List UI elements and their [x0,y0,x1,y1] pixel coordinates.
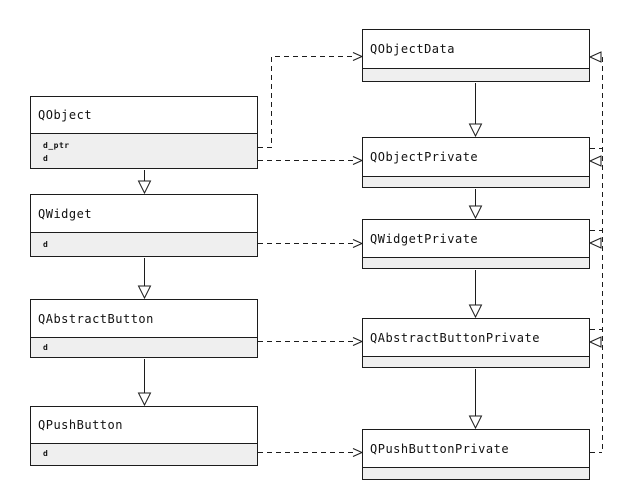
attributes-section: d [31,232,257,256]
class-box-qpushbutton[interactable]: QPushButton d [30,406,258,466]
class-box-qobjectprivate[interactable]: QObjectPrivate [362,137,590,188]
attribute-d: d [43,343,49,352]
class-name: QWidget [38,206,93,221]
dashed-triangle-into-qobjectprivate [588,155,602,167]
dashed-triangle-into-qabstractbuttonprivate [588,336,602,348]
attribute-d: d [43,240,49,249]
attributes-section: d_ptr d [31,133,257,168]
class-name: QObjectPrivate [370,150,479,164]
dashed-triangle-into-qwidgetprivate [588,237,602,249]
dependency-arrow-qpushbutton-d-qpushbuttonprivate [258,448,364,457]
generalization-arrow-qwidgetprivate-qabstractbuttonprivate [468,270,483,319]
class-name: QAbstractButton [38,311,154,326]
generalization-arrow-qobjectprivate-qwidgetprivate [468,189,483,220]
dashed-generalization-rail [590,57,603,453]
class-box-qobject[interactable]: QObject d_ptr d [30,96,258,169]
generalization-arrow-qabstractbutton-qpushbutton [137,359,152,407]
dependency-arrow-dptr-qobjectdata [258,52,364,148]
attributes-section [363,467,589,479]
attributes-section [363,257,589,268]
class-name: QObjectData [370,42,455,56]
class-name: QWidgetPrivate [370,231,479,246]
attribute-d-ptr: d_ptr [43,141,70,150]
class-name: QAbstractButtonPrivate [370,330,540,345]
generalization-arrow-qabstractbuttonprivate-qpushbuttonprivate [468,369,483,430]
class-box-qabstractbutton[interactable]: QAbstractButton d [30,299,258,358]
class-box-qwidget[interactable]: QWidget d [30,194,258,257]
attributes-section [363,176,589,187]
generalization-arrow-qobjectdata-qobjectprivate [468,83,483,138]
attribute-d: d [43,154,49,163]
class-name: QPushButtonPrivate [370,441,510,456]
class-box-qobjectdata[interactable]: QObjectData [362,29,590,82]
class-box-qwidgetprivate[interactable]: QWidgetPrivate [362,219,590,269]
dependency-arrow-qabstractbutton-d-qabstractbuttonprivate [258,337,364,346]
generalization-arrow-qobject-qwidget [137,170,152,195]
attributes-section [363,356,589,367]
attributes-section [363,68,589,81]
class-box-qpushbuttonprivate[interactable]: QPushButtonPrivate [362,429,590,480]
dependency-arrow-qwidget-d-qwidgetprivate [258,239,364,248]
class-box-qabstractbuttonprivate[interactable]: QAbstractButtonPrivate [362,318,590,368]
attributes-section: d [31,337,257,357]
class-name: QObject [38,108,93,122]
dashed-triangle-into-qobjectdata [588,51,602,63]
attributes-section: d [31,443,257,465]
generalization-arrow-qwidget-qabstractbutton [137,258,152,300]
dependency-arrow-d-qobjectprivate [258,156,364,165]
class-name: QPushButton [38,418,123,432]
attribute-d: d [43,449,49,458]
